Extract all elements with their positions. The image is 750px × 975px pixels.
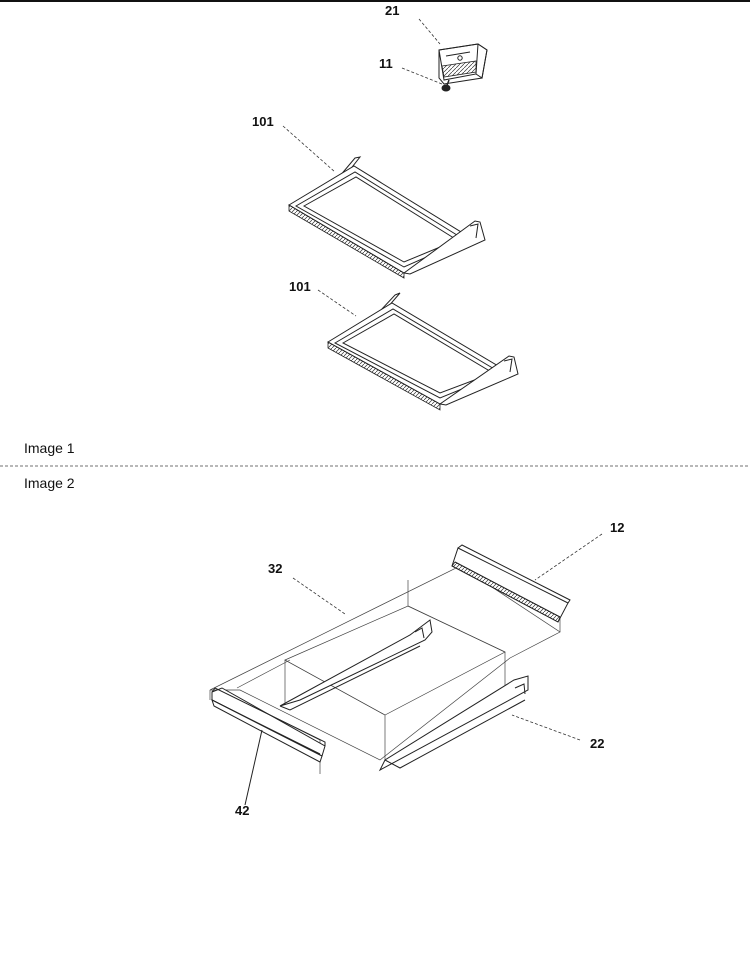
screw-part bbox=[441, 79, 451, 92]
left-rail-part bbox=[279, 619, 433, 711]
rear-trim-part bbox=[451, 544, 571, 623]
callout-21: 21 bbox=[385, 3, 399, 18]
callout-22: 22 bbox=[590, 736, 604, 751]
leader-101-upper bbox=[282, 125, 336, 173]
leader-101-lower bbox=[317, 289, 357, 317]
callout-42: 42 bbox=[235, 803, 249, 818]
shelf-upper-part bbox=[288, 156, 486, 279]
right-rail-part bbox=[378, 675, 529, 772]
leader-32 bbox=[292, 577, 346, 615]
image-1-diagram: 21 11 101 101 bbox=[252, 3, 519, 411]
leader-12 bbox=[534, 533, 603, 581]
front-trim-part bbox=[211, 687, 326, 763]
callout-101-upper: 101 bbox=[252, 114, 274, 129]
shelf-lower-part bbox=[327, 292, 519, 411]
callout-32: 32 bbox=[268, 561, 282, 576]
image-2-caption: Image 2 bbox=[24, 475, 75, 491]
bracket-part bbox=[438, 43, 488, 85]
callout-11: 11 bbox=[379, 56, 393, 71]
callout-101-lower: 101 bbox=[289, 279, 311, 294]
image-1-caption: Image 1 bbox=[24, 440, 75, 456]
leader-11 bbox=[401, 67, 443, 85]
image-2-diagram: 12 32 22 42 bbox=[209, 520, 624, 818]
leader-21 bbox=[418, 18, 441, 45]
callout-12: 12 bbox=[610, 520, 624, 535]
leader-22 bbox=[511, 714, 581, 741]
leader-42 bbox=[244, 729, 263, 806]
